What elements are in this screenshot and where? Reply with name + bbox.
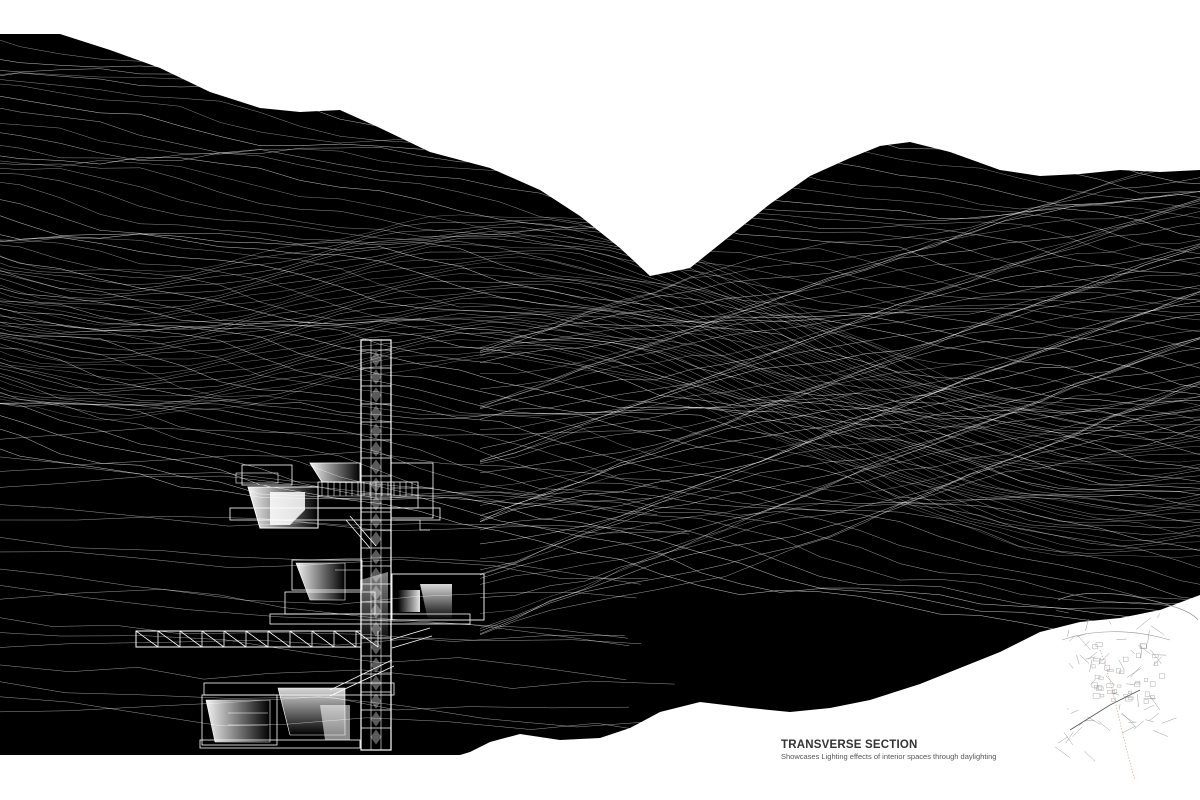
site-location-map (1055, 592, 1199, 781)
middle-pavilion (269, 559, 485, 648)
upper-pavilion (229, 462, 441, 531)
building-section (135, 339, 485, 751)
drawing-subtitle: Showcases Lighting effects of interior s… (781, 752, 997, 761)
bridge-truss (135, 630, 379, 648)
drawing-title: TRANSVERSE SECTION (781, 739, 918, 751)
terrain-silhouette (0, 34, 1200, 755)
lower-pavilion (199, 682, 395, 749)
drawing-caption: TRANSVERSE SECTION Showcases Lighting ef… (781, 739, 996, 761)
ramps (329, 515, 433, 697)
tower (360, 339, 392, 751)
terrain-wireframe (0, 34, 1200, 735)
